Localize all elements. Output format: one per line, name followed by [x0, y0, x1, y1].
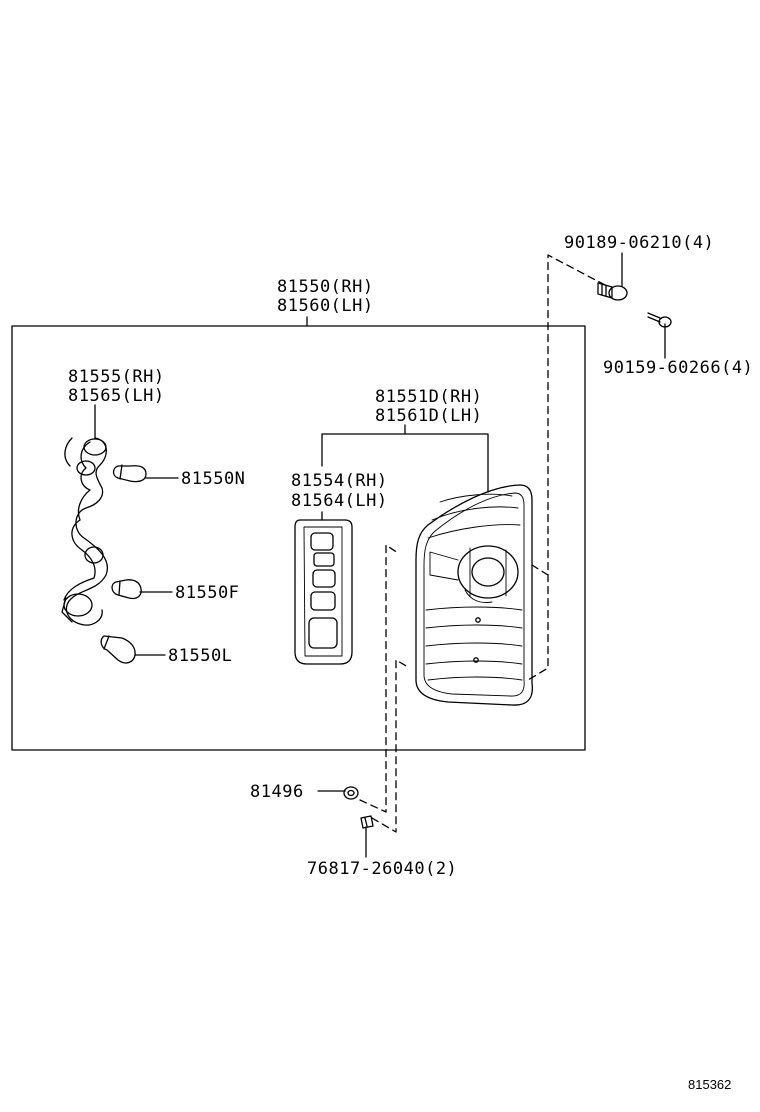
assembly-boundary-box [11, 316, 586, 751]
socket-wire-harness [61, 437, 109, 626]
label-screw-90159: 90159-60266(4) [603, 358, 754, 378]
dashed-alignment-lines [359, 254, 606, 833]
label-lens-lh: 81561D(LH) [375, 406, 483, 426]
reflector-board [294, 519, 353, 665]
lamp-lens-housing [415, 484, 534, 706]
bulb-81550l [100, 635, 136, 664]
figure-number: 815362 [688, 1077, 732, 1092]
label-lens-rh: 81551D(RH) [375, 387, 483, 407]
label-socket-rh: 81555(RH) [68, 367, 165, 387]
label-bulb-81550f: 81550F [175, 583, 240, 603]
label-socket-lh: 81565(LH) [68, 386, 165, 406]
bulb-81550n [112, 464, 147, 483]
label-bulb-81550n: 81550N [181, 469, 246, 489]
leader-lines [94, 252, 666, 858]
label-assembly-rh: 81550(RH) [277, 277, 374, 297]
label-bulb-81550l: 81550L [168, 646, 233, 666]
label-clip-76817: 76817-26040(2) [307, 859, 458, 879]
label-screw-90189: 90189-06210(4) [564, 233, 715, 253]
label-assembly-lh: 81560(LH) [277, 296, 374, 316]
label-nut-81496: 81496 [250, 782, 304, 802]
bulb-81550f [111, 579, 142, 600]
label-reflector-lh: 81564(LH) [291, 491, 388, 511]
screw-90189-06210 [597, 282, 628, 301]
nut-81496 [343, 786, 359, 800]
screw-90159-60266 [647, 312, 672, 328]
clip-76817-26040 [360, 815, 374, 829]
label-reflector-rh: 81554(RH) [291, 471, 388, 491]
